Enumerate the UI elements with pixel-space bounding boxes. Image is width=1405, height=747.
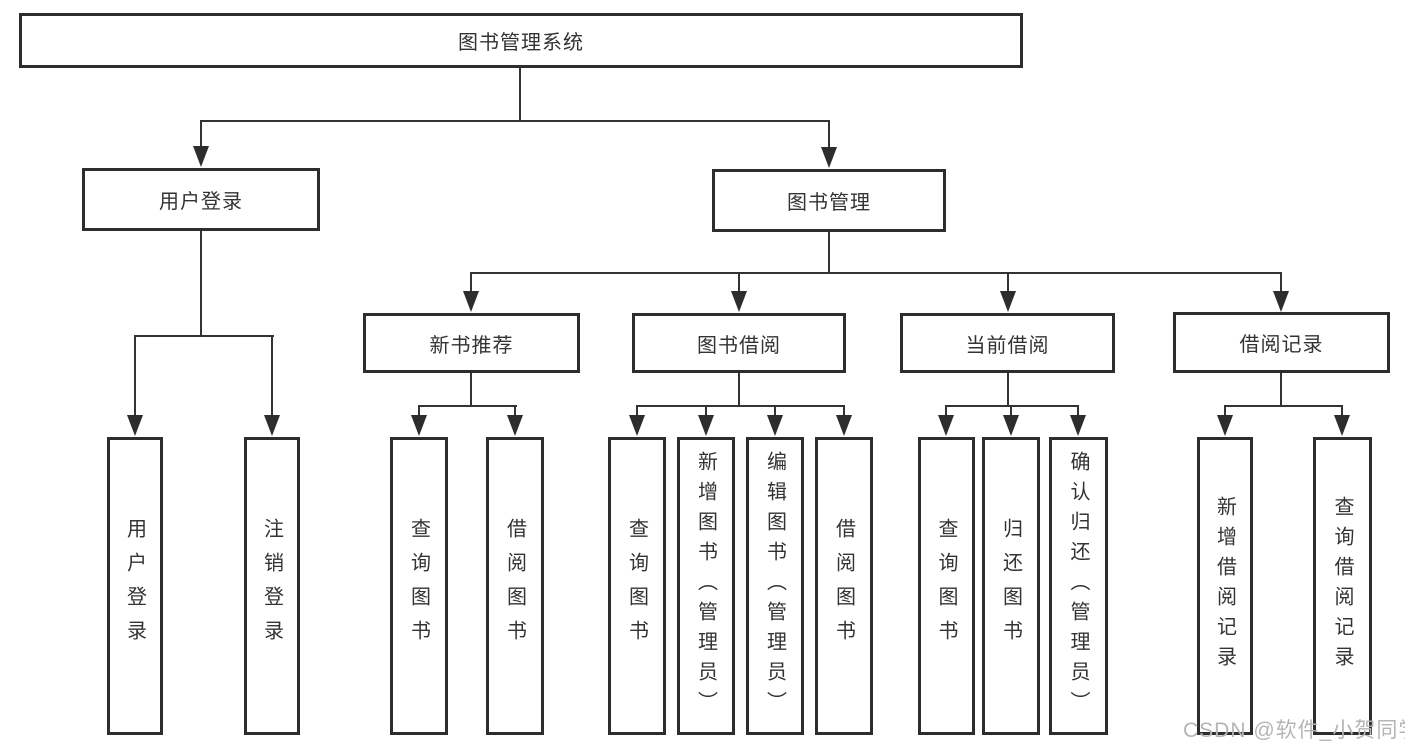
connector-g4-drop1: [945, 405, 947, 419]
leaf-user-login: 用户登录: [107, 437, 163, 735]
connector-mgmt-rail: [470, 272, 1282, 274]
leaf-borrow-books-2: 借阅图书: [815, 437, 873, 735]
connector-g3-drop2: [705, 405, 707, 419]
csdn-watermark: CSDN @软件_小贺同学: [1183, 719, 1405, 742]
leaf-logout-label: 注销登录: [260, 518, 283, 654]
node-user-login-label: 用户登录: [159, 191, 243, 213]
arrowhead-book-mgmt: [821, 147, 837, 168]
leaf-query-borrow-record-label: 查询借阅记录: [1331, 496, 1353, 676]
leaf-query-books-3: 查询图书: [918, 437, 975, 735]
leaf-query-books-1-label: 查询图书: [407, 518, 430, 654]
arrowhead-login-leaf2: [264, 415, 280, 436]
connector-root-stem: [519, 68, 521, 120]
connector-drop-user-login: [200, 120, 202, 150]
connector-g4-drop3: [1077, 405, 1079, 419]
leaf-borrow-books-1-label: 借阅图书: [503, 518, 526, 654]
arrowhead-new-books: [463, 291, 479, 312]
connector-g4-rail: [945, 405, 1079, 407]
arrowhead-login-leaf1: [127, 415, 143, 436]
connector-login-stem: [200, 231, 202, 335]
leaf-edit-books-admin: 编辑图书（管理员）: [746, 437, 804, 735]
arrowhead-g3-leaf3: [767, 415, 783, 436]
leaf-add-books-admin: 新增图书（管理员）: [677, 437, 735, 735]
leaf-query-books-2: 查询图书: [608, 437, 666, 735]
node-root-system-label: 图书管理系统: [458, 32, 584, 54]
arrowhead-g4-leaf1: [938, 415, 954, 436]
connector-g5-rail: [1224, 405, 1343, 407]
leaf-add-books-admin-label: 新增图书（管理员）: [694, 451, 717, 721]
leaf-borrow-books-1: 借阅图书: [486, 437, 544, 735]
leaf-add-borrow-record-label: 新增借阅记录: [1213, 496, 1236, 676]
connector-g3-drop1: [636, 405, 638, 419]
connector-root-rail: [200, 120, 830, 122]
node-borrowing-records: 借阅记录: [1173, 312, 1390, 373]
arrowhead-g3-leaf4: [836, 415, 852, 436]
node-book-management: 图书管理: [712, 169, 946, 232]
node-book-borrowing: 图书借阅: [632, 313, 846, 373]
node-new-book-recommend-label: 新书推荐: [429, 334, 514, 357]
arrowhead-g3-leaf1: [629, 415, 645, 436]
leaf-query-books-1: 查询图书: [390, 437, 448, 735]
node-borrowing-records-label: 借阅记录: [1239, 334, 1324, 356]
arrowhead-user-login: [193, 146, 209, 167]
leaf-borrow-books-2-label: 借阅图书: [832, 518, 855, 654]
arrowhead-book-borrow: [731, 291, 747, 312]
arrowhead-g2-leaf1: [411, 415, 427, 436]
leaf-query-books-3-label: 查询图书: [935, 518, 957, 654]
connector-g3-drop3: [774, 405, 776, 419]
node-book-borrowing-label: 图书借阅: [697, 334, 781, 357]
connector-g5-drop1: [1224, 405, 1226, 419]
connector-g3-drop4: [843, 405, 845, 419]
node-current-borrowing: 当前借阅: [900, 313, 1115, 373]
leaf-return-books-label: 归还图书: [999, 518, 1022, 654]
leaf-query-borrow-record: 查询借阅记录: [1313, 437, 1372, 735]
connector-drop-login-leaf1: [134, 335, 136, 418]
leaf-logout: 注销登录: [244, 437, 300, 735]
node-root-system: 图书管理系统: [19, 13, 1023, 68]
leaf-add-borrow-record: 新增借阅记录: [1197, 437, 1253, 735]
connector-g3-stem: [738, 373, 740, 405]
connector-drop-book-mgmt: [828, 120, 830, 150]
arrowhead-borrow-records: [1273, 291, 1289, 312]
connector-g5-drop2: [1341, 405, 1343, 419]
connector-g4-stem: [1007, 373, 1009, 405]
connector-mgmt-stem: [828, 232, 830, 272]
leaf-user-login-label: 用户登录: [123, 518, 146, 654]
connector-drop-login-leaf2: [271, 335, 273, 418]
connector-drop-new-books: [470, 272, 472, 294]
arrowhead-g4-leaf3: [1070, 415, 1086, 436]
arrowhead-current-borrow: [1000, 291, 1016, 312]
connector-g5-stem: [1280, 373, 1282, 405]
connector-g3-rail: [636, 405, 845, 407]
arrowhead-g5-leaf2: [1334, 415, 1350, 436]
connector-g2-rail: [418, 405, 517, 407]
arrowhead-g2-leaf2: [507, 415, 523, 436]
node-book-management-label: 图书管理: [787, 192, 871, 214]
leaf-confirm-return-admin-label: 确认归还（管理员）: [1067, 451, 1089, 721]
connector-login-rail: [134, 335, 274, 337]
leaf-confirm-return-admin: 确认归还（管理员）: [1049, 437, 1108, 735]
connector-drop-borrow-records: [1280, 272, 1282, 294]
connector-g2-drop2: [514, 405, 516, 419]
node-new-book-recommend: 新书推荐: [363, 313, 580, 373]
connector-g2-stem: [470, 373, 472, 405]
leaf-edit-books-admin-label: 编辑图书（管理员）: [763, 451, 786, 721]
node-current-borrowing-label: 当前借阅: [965, 334, 1050, 357]
arrowhead-g4-leaf2: [1003, 415, 1019, 436]
arrowhead-g3-leaf2: [698, 415, 714, 436]
leaf-query-books-2-label: 查询图书: [625, 518, 648, 654]
connector-g2-drop1: [418, 405, 420, 419]
arrowhead-g5-leaf1: [1217, 415, 1233, 436]
node-user-login: 用户登录: [82, 168, 320, 231]
connector-g4-drop2: [1010, 405, 1012, 419]
connector-drop-current-borrow: [1007, 272, 1009, 294]
connector-drop-book-borrow: [738, 272, 740, 294]
leaf-return-books: 归还图书: [982, 437, 1040, 735]
